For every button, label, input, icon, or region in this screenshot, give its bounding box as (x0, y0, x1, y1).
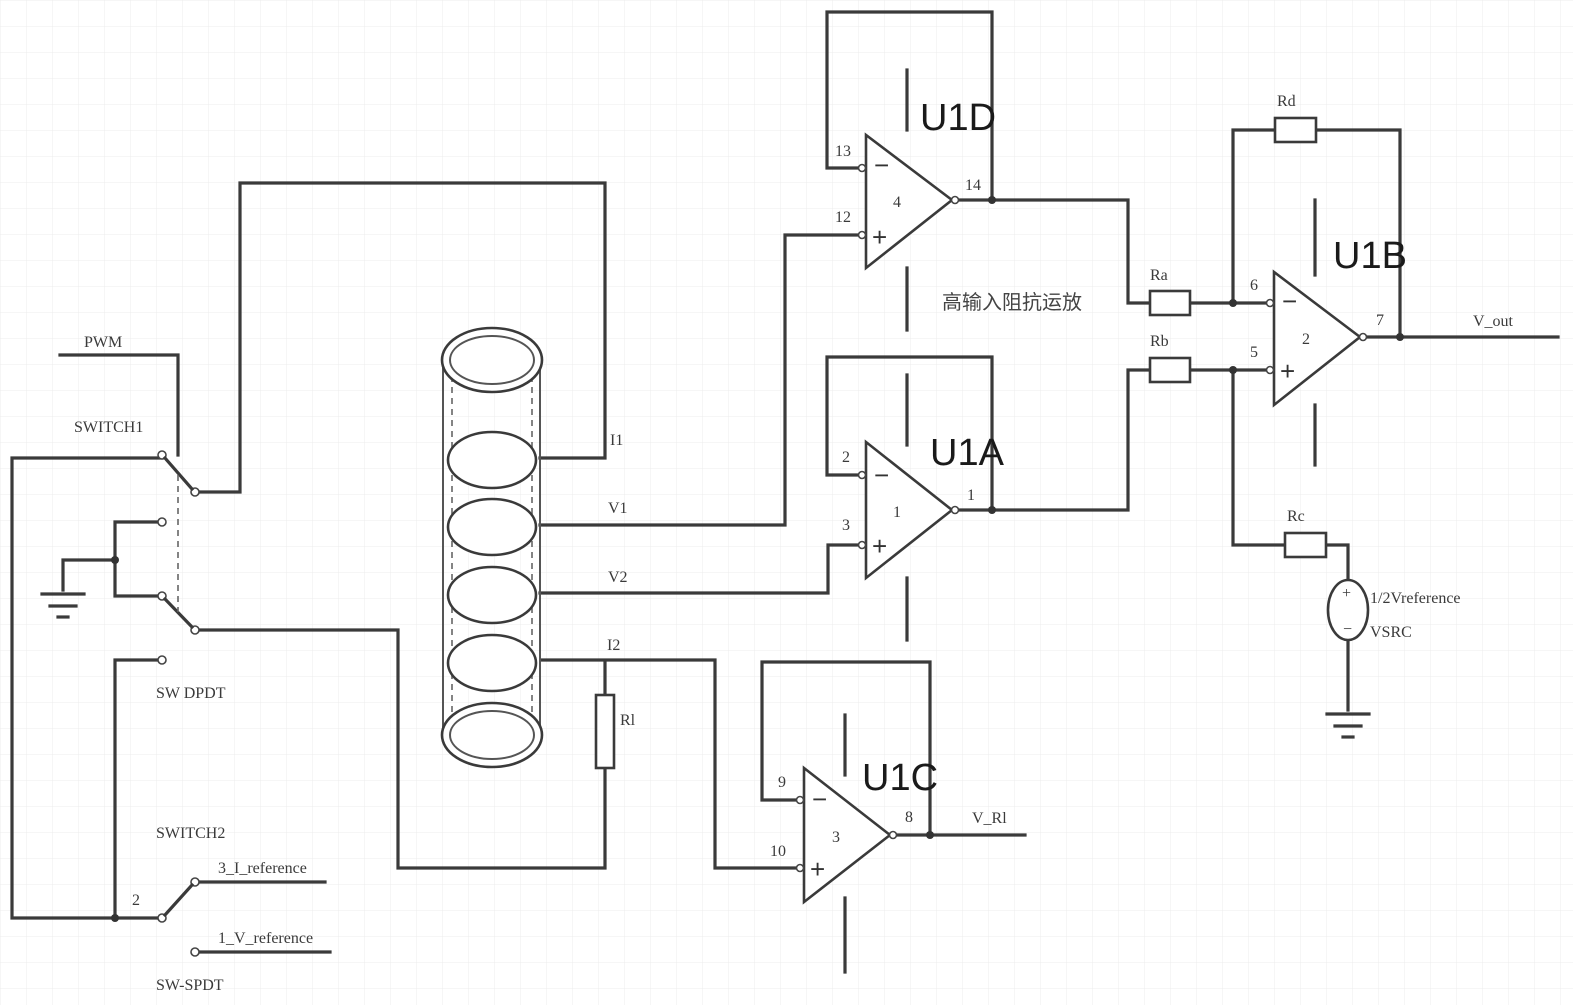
u1c-unit: 3 (832, 829, 840, 846)
u1d-pin-plus: 12 (835, 209, 851, 226)
u1a-pin-plus: 3 (842, 517, 850, 534)
i2-label: I2 (607, 637, 620, 654)
v-rl-label: V_Rl (972, 810, 1007, 827)
v-out-label: V_out (1473, 313, 1514, 330)
u1a-pin-out: 1 (967, 487, 975, 504)
svg-text:−: − (874, 150, 889, 180)
u1d-pin-out: 14 (965, 177, 981, 194)
switch2-pin-label: 2 (132, 892, 140, 909)
rl-label: Rl (620, 712, 636, 729)
svg-text:−: − (1343, 621, 1352, 638)
u1d-unit: 4 (893, 194, 901, 211)
svg-text:+: + (872, 222, 887, 252)
svg-text:−: − (1282, 286, 1297, 316)
sw-spdt-label: SW-SPDT (156, 977, 224, 994)
svg-text:+: + (810, 854, 825, 884)
u1b-unit: 2 (1302, 331, 1310, 348)
switch2-label: SWITCH2 (156, 825, 225, 842)
u1b-pin-plus: 5 (1250, 344, 1258, 361)
v1-label: V1 (608, 500, 628, 517)
u1b-pin-minus: 6 (1250, 277, 1258, 294)
u1a-label: U1A (930, 432, 1005, 474)
svg-text:+: + (1342, 585, 1351, 602)
i1-label: I1 (610, 432, 623, 449)
v-reference-label: 1_V_reference (218, 930, 313, 947)
pwm-label: PWM (84, 334, 122, 351)
vsrc-name: 1/2Vreference (1370, 590, 1461, 607)
ra-label: Ra (1150, 267, 1168, 284)
high-impedance-amp-label: 高输入阻抗运放 (942, 290, 1082, 314)
switch1-label: SWITCH1 (74, 419, 143, 436)
i-reference-label: 3_I_reference (218, 860, 307, 877)
u1c-pin-plus: 10 (770, 843, 786, 860)
u1c-pin-out: 8 (905, 809, 913, 826)
svg-text:−: − (874, 460, 889, 490)
u1c-pin-minus: 9 (778, 774, 786, 791)
u1a-pin-minus: 2 (842, 449, 850, 466)
u1d-label: U1D (920, 97, 996, 139)
u1d-pin-minus: 13 (835, 143, 851, 160)
vsrc-type: VSRC (1370, 624, 1412, 641)
sw-dpdt-label: SW DPDT (156, 685, 226, 702)
rb-label: Rb (1150, 333, 1169, 350)
u1c-label: U1C (862, 757, 938, 799)
u1b-pin-out: 7 (1376, 312, 1384, 329)
u1b-label: U1B (1333, 235, 1407, 277)
v2-label: V2 (608, 569, 628, 586)
svg-text:+: + (872, 531, 887, 561)
rd-label: Rd (1277, 93, 1296, 110)
svg-text:+: + (1280, 356, 1295, 386)
u1a-unit: 1 (893, 504, 901, 521)
rc-label: Rc (1287, 508, 1305, 525)
svg-text:−: − (812, 784, 827, 814)
